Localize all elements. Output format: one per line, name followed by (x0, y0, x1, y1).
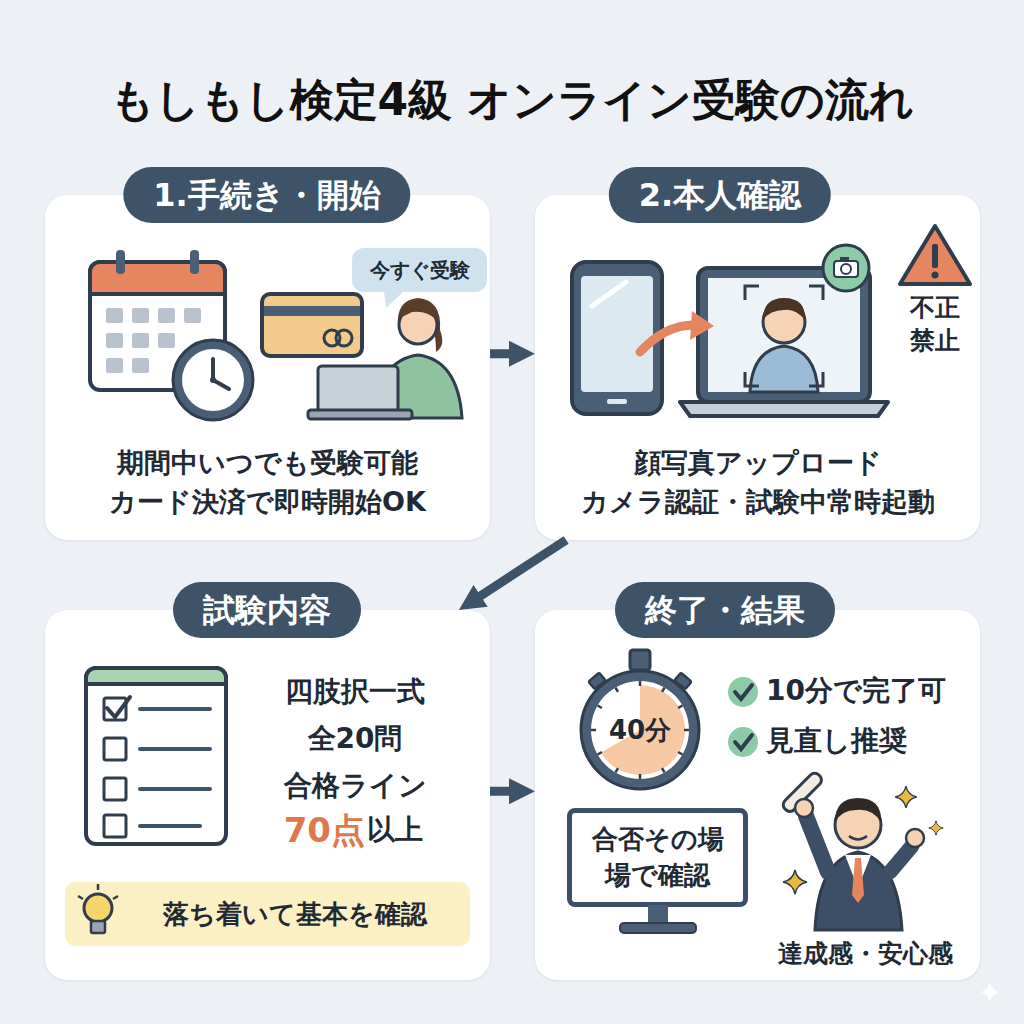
step-panel: 終了・結果40分合否その場 場で確認 (535, 610, 980, 980)
step-description: 顔写真アップロード カメラ認証・試験中常時起動 (547, 443, 968, 521)
stopwatch-tick (684, 729, 689, 732)
step-panel: 試験内容四肢択一式 全20問 合格ライン70点以上落ち着いて基本を確認 (45, 610, 490, 980)
exam-details: 四肢択一式 全20問 合格ライン (245, 668, 465, 809)
time-limit: 40分 (578, 668, 702, 792)
stopwatch-tick (591, 729, 596, 732)
step-heading: 試験内容 (173, 582, 361, 638)
check-item: 見直し推奨 (766, 722, 907, 760)
result-monitor: 合否その場 場で確認 (567, 808, 748, 907)
stopwatch-tick (639, 774, 642, 779)
step-panel: 2.本人確認顔写真アップロード カメラ認証・試験中常時起動 (535, 195, 980, 540)
flow-arrow (490, 787, 523, 796)
stopwatch: 40分 (578, 668, 702, 792)
stopwatch-tick (616, 688, 619, 692)
stopwatch-tick (616, 768, 619, 772)
stopwatch-tick (662, 688, 665, 692)
stopwatch-tick (662, 768, 665, 772)
stopwatch-tick (639, 681, 642, 686)
step-description: 期間中いつでも受験可能 カード決済で即時開始OK (57, 443, 478, 521)
stopwatch-tick (678, 706, 682, 709)
warning-label: 不正 禁止 (903, 292, 967, 357)
stopwatch-tick (598, 752, 602, 755)
pass-score-suffix: 以上 (367, 808, 447, 852)
result-text: 合否その場 場で確認 (572, 813, 743, 902)
step-heading: 1.手続き・開始 (123, 167, 410, 223)
sparkle (980, 982, 999, 1001)
speech-bubble: 今すぐ受験 (352, 248, 487, 292)
tip-text: 落ち着いて基本を確認 (125, 882, 465, 946)
step-heading: 終了・結果 (615, 582, 835, 638)
check-item: 10分で完了可 (766, 672, 946, 710)
step-panel: 1.手続き・開始期間中いつでも受験可能 カード決済で即時開始OK今すぐ受験 (45, 195, 490, 540)
stopwatch-tick (598, 706, 602, 709)
tip-box: 落ち着いて基本を確認 (65, 882, 470, 946)
step-heading: 2.本人確認 (609, 167, 831, 223)
bubble-text: 今すぐ受験 (352, 248, 487, 292)
diagram-title: もしもし検定4級 オンライン受験の流れ (0, 70, 1024, 130)
stopwatch-tick (678, 752, 682, 755)
flow-arrow (490, 349, 523, 358)
flow-arrow (469, 540, 566, 603)
feeling-label: 達成感・安心感 (760, 937, 970, 970)
pass-score: 70点 (245, 808, 365, 852)
